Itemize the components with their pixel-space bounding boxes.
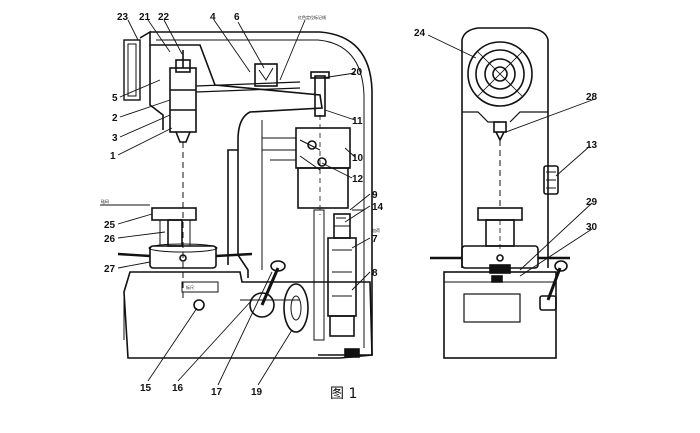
- label-9: 9: [372, 190, 378, 201]
- note-weight: 砝码: [101, 198, 109, 204]
- label-21: 21: [139, 12, 151, 23]
- label-22: 22: [158, 12, 170, 23]
- label-13: 13: [586, 140, 598, 151]
- label-20: 20: [351, 67, 363, 78]
- note-load: 加荷: [372, 227, 380, 233]
- label-29: 29: [586, 197, 598, 208]
- handwheel: [149, 245, 217, 269]
- anvil: [151, 207, 197, 221]
- lever-arm: [195, 81, 301, 93]
- label-10: 10: [352, 153, 364, 164]
- front-dial: [467, 41, 533, 107]
- label-8: 8: [372, 268, 378, 279]
- dial-plate: [123, 39, 141, 101]
- label-26: 26: [104, 234, 116, 245]
- left-leader-lines: [100, 19, 371, 386]
- left-labels: 23 21 22 4 6 20 5 2 3 11 1 10 12 9 14 25…: [101, 12, 384, 398]
- machine-base: [123, 271, 373, 359]
- label-15: 15: [140, 383, 152, 394]
- label-25: 25: [104, 220, 116, 231]
- bracket-upper: [295, 127, 351, 169]
- side-knob: [543, 165, 559, 195]
- label-3: 3: [112, 133, 118, 144]
- label-24: 24: [414, 28, 426, 39]
- label-2: 2: [112, 113, 118, 124]
- label-11: 11: [352, 116, 363, 127]
- figure-caption: 图 1: [330, 386, 357, 402]
- label-7: 7: [372, 234, 378, 245]
- label-4: 4: [210, 12, 216, 23]
- weight-box: [254, 63, 278, 87]
- label-1: 1: [110, 151, 116, 162]
- left-section-view: [117, 30, 373, 359]
- label-19: 19: [251, 387, 263, 398]
- dashpot-disc: [283, 283, 309, 333]
- note-red-mark: 红色定位标记线: [298, 14, 326, 20]
- head-body: [139, 30, 323, 278]
- label-28: 28: [586, 92, 598, 103]
- right-front-view: [430, 27, 570, 359]
- right-leader-lines: [427, 34, 596, 277]
- label-6: 6: [234, 12, 240, 23]
- label-12: 12: [352, 174, 364, 185]
- label-16: 16: [172, 383, 184, 394]
- note-scale: 标尺: [186, 284, 194, 290]
- label-27: 27: [104, 264, 116, 275]
- front-head: [461, 27, 549, 268]
- front-base: [443, 271, 557, 359]
- label-14: 14: [372, 202, 384, 213]
- frame-outline: [150, 31, 373, 356]
- label-23: 23: [117, 12, 129, 23]
- label-5: 5: [112, 93, 118, 104]
- right-labels: 24 28 13 29 30: [414, 28, 598, 233]
- label-17: 17: [211, 387, 223, 398]
- spindle-housing: [169, 67, 197, 133]
- label-30: 30: [586, 222, 598, 233]
